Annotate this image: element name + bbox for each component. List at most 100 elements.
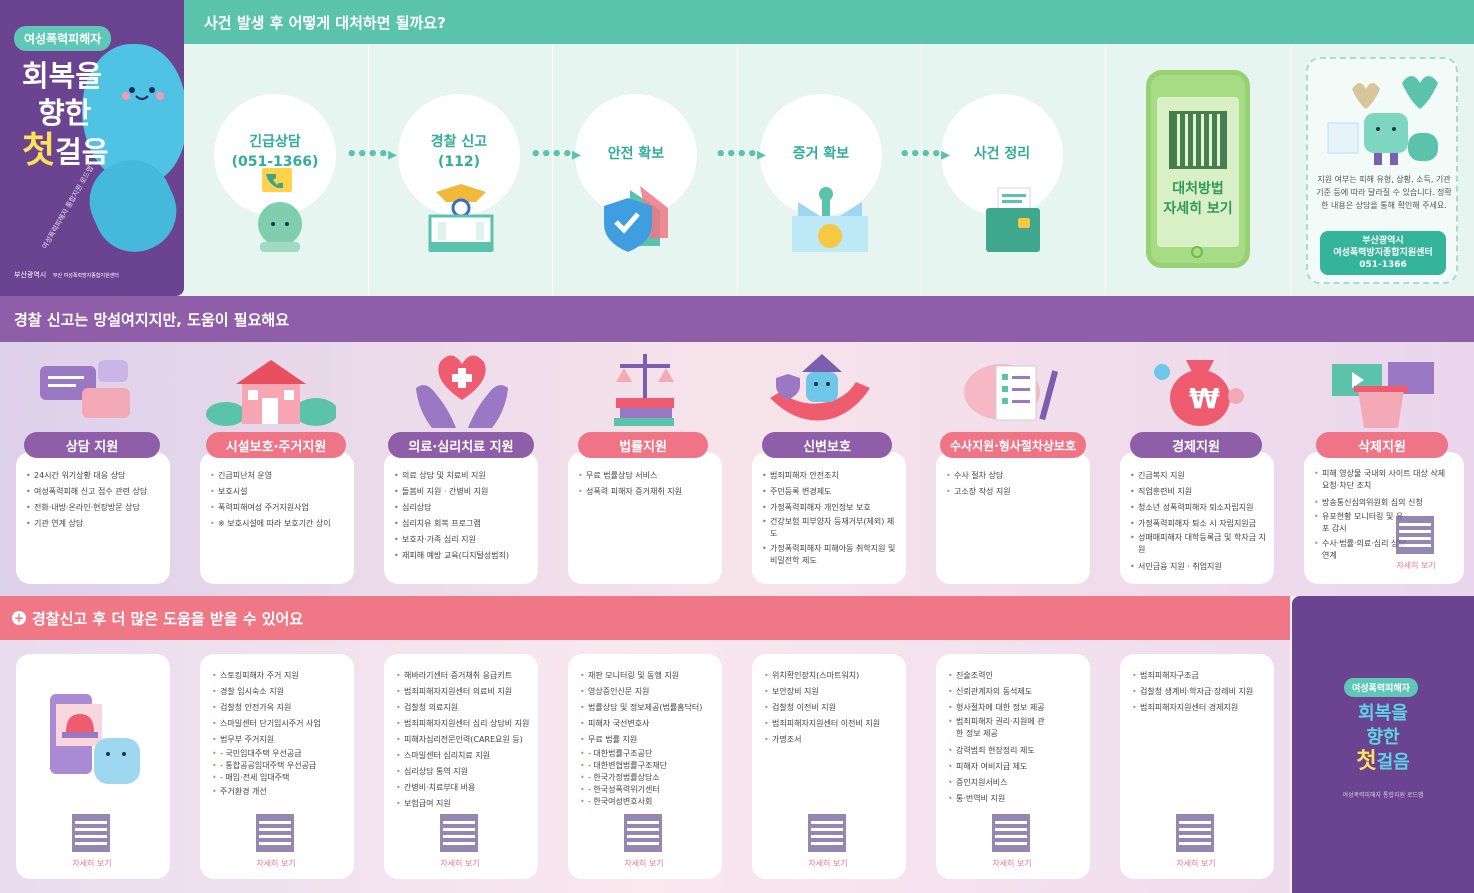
list-item: 경찰 임시숙소 지원 <box>212 684 348 700</box>
center-contact-button[interactable]: 부산광역시 여성폭력방지종합지원센터 051-1366 <box>1320 231 1446 275</box>
list-item: 전화·내방·온라인·현장방문 상담 <box>26 500 164 516</box>
info-card: 지원 여부는 피해 유형, 상황, 소득, 기관 기준 등에 따라 달라질 수 … <box>1306 57 1458 284</box>
step-sublabel: (051-1366) <box>231 154 319 170</box>
heart-hands-icon <box>416 355 508 428</box>
phone-link-line1: 대처방법 <box>1172 181 1224 197</box>
front-cover: 여성폭력피해자 회복을 향한 첫걸음 여성폭력피해자 통합지원 로드맵 부산광역… <box>0 0 184 296</box>
list-item: 돌봄비 지원 · 간병비 지원 <box>394 484 532 500</box>
plus-circle-icon: + <box>12 611 26 625</box>
qr-link-label[interactable]: 자세히 보기 <box>256 859 296 868</box>
qr-code-icon[interactable] <box>1169 111 1227 169</box>
divider <box>1290 44 1291 296</box>
service-title-investigation: 수사지원·형사절차상보호 <box>940 432 1086 458</box>
delete-trash-icon <box>1332 362 1434 428</box>
qr-link-label[interactable]: 자세히 보기 <box>992 859 1032 868</box>
list-item: 스토킹피해자 주거 지원 <box>212 668 348 684</box>
step-police-report: 경찰 신고 (112) <box>398 94 520 216</box>
section1-header: 사건 발생 후 어떻게 대처하면 될까요? <box>184 0 1474 44</box>
followup-card-economic: 범죄피해자구조금 검찰청 생계비·학자금·장례비 지원 범죄피해자지원센터 경제… <box>1120 654 1274 879</box>
list-item: 강력범죄 현장정리 제도 <box>948 743 1084 759</box>
list-item: 범죄피해자지원센터 경제지원 <box>1132 700 1268 716</box>
protection-person-icon <box>770 354 870 421</box>
service-card-counseling: 24시간 위기상황 대응 상담 여성폭력피해 신고 접수 관련 상담 전화·내방… <box>16 452 170 584</box>
list-item: 증인지원서비스 <box>948 775 1084 791</box>
qr-code-icon[interactable] <box>1176 814 1214 852</box>
list-item: 간병비·치료부대 비용 <box>396 780 532 796</box>
qr-code-icon[interactable] <box>256 814 294 852</box>
divider <box>737 44 738 296</box>
info-text: 지원 여부는 피해 유형, 상황, 소득, 기관 기준 등에 따라 달라질 수 … <box>1316 175 1452 210</box>
list-item: 고소장 작성 지원 <box>946 484 1084 500</box>
step-label: 경찰 신고 <box>430 134 488 150</box>
list-item: 가명조서 <box>764 732 900 748</box>
evidence-box-icon <box>792 187 868 252</box>
center-name: 여성폭력방지종합지원센터 <box>1333 248 1433 258</box>
step-label: 안전 확보 <box>607 146 665 162</box>
list-item: 가정폭력피해자 개인정보 보호 <box>762 500 900 516</box>
divider <box>921 44 922 296</box>
list-item: 심리치유 회복 프로그램 <box>394 516 532 532</box>
followup-card-medical: 해바라기센터 증거채취 응급키트 범죄피해자지원센터 의료비 지원 검찰청 의료… <box>384 654 538 879</box>
documents-pen-icon <box>964 364 1059 421</box>
list-item: 보안장비 지원 <box>764 684 900 700</box>
qr-code-icon[interactable] <box>72 814 110 852</box>
money-bag-icon: ₩ <box>1154 360 1244 426</box>
step-label: 긴급상담 <box>249 134 301 150</box>
list-item: 재판 모니터링 및 동행 지원 <box>580 668 716 684</box>
list-item: 피해자심리전문인력(CARE요원 등) <box>396 732 532 748</box>
qr-link-label[interactable]: 자세히 보기 <box>624 859 664 868</box>
qr-code-icon[interactable] <box>808 814 846 852</box>
list-subitem: - 대한변협법률구조재단 <box>580 760 716 772</box>
followup-card-procedure: 진술조력인 신뢰관계자의 동석제도 형사절차에 대한 정보 제공 범죄피해자 권… <box>936 654 1090 879</box>
back-cover-title: 회복을 향한 첫걸음 <box>1292 702 1474 775</box>
counselor-phone-icon <box>258 168 302 252</box>
section3-title: 경찰신고 후 더 많은 도움을 받을 수 있어요 <box>32 609 304 628</box>
qr-code-icon[interactable] <box>992 814 1030 852</box>
followup-card-intro: 자세히 보기 <box>16 654 170 879</box>
qr-link-label[interactable]: 자세히 보기 <box>1396 561 1436 570</box>
list-item: 통·번역비 지원 <box>948 791 1084 807</box>
qr-link-label[interactable]: 자세히 보기 <box>72 859 112 868</box>
list-item: 범죄피해자지원센터 이전비 지원 <box>764 716 900 732</box>
list-item: 무료 법률상담 서비스 <box>578 468 716 484</box>
case-folder-icon <box>986 187 1040 252</box>
qr-phone[interactable]: 대처방법 자세히 보기 <box>1146 70 1250 268</box>
list-item: 피해자 국선변호사 <box>580 716 716 732</box>
qr-link-label[interactable]: 자세히 보기 <box>440 859 480 868</box>
list-item: 24시간 위기상황 대응 상담 <box>26 468 164 484</box>
scales-books-icon <box>614 354 674 426</box>
list-item: 위치확인장치(스마트워치) <box>764 668 900 684</box>
phone-link[interactable]: 대처방법 자세히 보기 <box>1148 179 1248 219</box>
qr-code-icon[interactable] <box>624 814 662 852</box>
arrow-dots-icon: ••••▸ <box>530 144 581 165</box>
list-item: 보호자·가족 심리 지원 <box>394 532 532 548</box>
list-item: 범죄피해자구조금 <box>1132 668 1268 684</box>
service-card-protection: 범죄피해자 안전조치 주민등록 변경제도 가정폭력피해자 개인정보 보호 건강보… <box>752 452 906 584</box>
followup-card-protection: 위치확인장치(스마트워치) 보안장비 지원 검찰청 이전비 지원 범죄피해자지원… <box>752 654 906 879</box>
service-title-deletion: 삭제지원 <box>1316 432 1448 458</box>
list-item: 가정폭력피해자 퇴소 시 자립지원금 <box>1130 516 1268 532</box>
cover-subtitle: 여성폭력피해자 통합지원 로드맵 <box>40 164 96 251</box>
qr-link-label[interactable]: 자세히 보기 <box>1176 859 1216 868</box>
list-item: 방송통신심의위원회 심의 신청 <box>1314 495 1454 511</box>
service-title-legal: 법률지원 <box>578 432 708 458</box>
service-title-medical: 의료·심리치료 지원 <box>388 432 534 458</box>
list-item: 보험급여 지원 <box>396 796 532 812</box>
list-item: 법률상담 및 정보제공(법률홈닥터) <box>580 700 716 716</box>
qr-code-icon[interactable] <box>440 814 478 852</box>
list-item: 스마일센터 심리치료 지원 <box>396 748 532 764</box>
list-item: 검찰청 안전가옥 지원 <box>212 700 348 716</box>
police-eagle-icon <box>428 184 494 252</box>
qr-link-label[interactable]: 자세히 보기 <box>808 859 848 868</box>
service-card-investigation: 수사 절차 상담 고소장 작성 지원 <box>936 452 1090 584</box>
chat-bubbles-icon <box>40 360 130 418</box>
divider <box>1105 44 1106 296</box>
arrow-dots-icon: ••••▸ <box>715 144 766 165</box>
service-title-shelter: 시설보호·주거지원 <box>206 432 346 458</box>
cover-title-line1: 회복을 <box>22 59 103 93</box>
cover-tag: 여성폭력피해자 <box>14 26 112 51</box>
house-shelter-icon <box>206 360 336 426</box>
qr-code-icon[interactable] <box>1396 516 1434 554</box>
step-sublabel: (112) <box>437 154 481 170</box>
list-item: 여성폭력피해 신고 접수 관련 상담 <box>26 484 164 500</box>
